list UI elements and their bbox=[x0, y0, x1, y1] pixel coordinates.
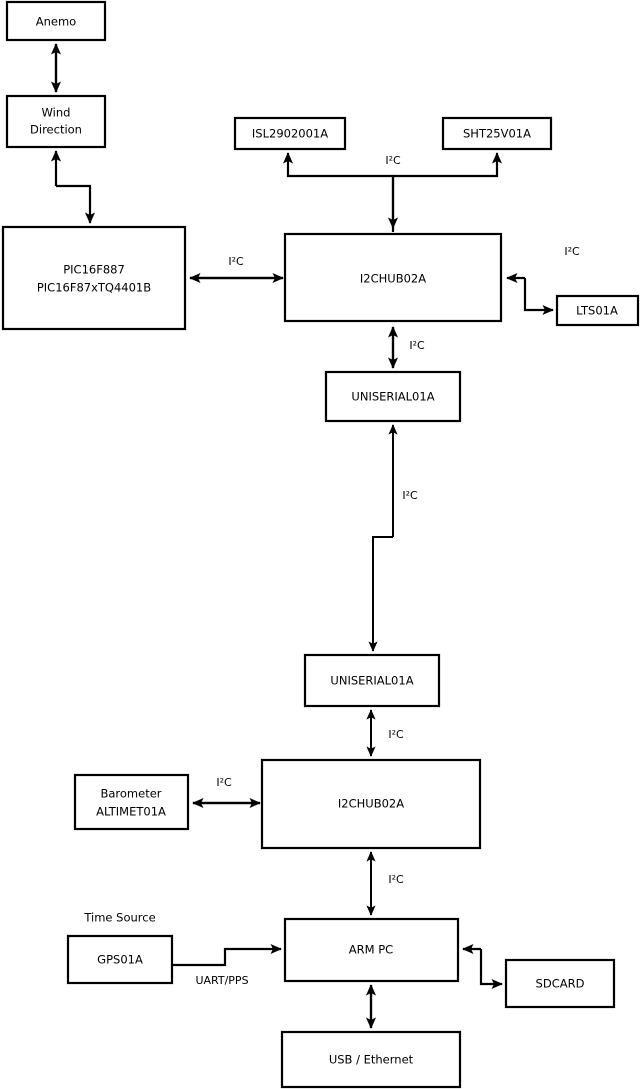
node-usb-ethernet-label: USB / Ethernet bbox=[329, 1053, 414, 1067]
node-wind-direction-label-line2: Direction bbox=[30, 123, 82, 137]
label-time-source: Time Source bbox=[83, 911, 155, 925]
edge-hub-sht bbox=[393, 152, 503, 178]
edge-label-uniserial-link: I²C bbox=[402, 489, 418, 502]
edge-gps-armpc bbox=[172, 943, 282, 967]
edge-label-isl-sht-bus: I²C bbox=[385, 154, 401, 167]
node-i2chub02a-top-box[interactable] bbox=[283, 232, 503, 323]
edge-wind-pic-down bbox=[56, 184, 96, 224]
node-sdcard-box[interactable] bbox=[504, 958, 616, 1009]
node-uniserial01a-bottom[interactable]: UNISERIAL01A bbox=[303, 653, 441, 708]
node-isl2902001a-label: ISL2902001A bbox=[252, 127, 328, 141]
node-uniserial01a-top-box[interactable] bbox=[324, 370, 462, 423]
edge-hub-lts-out bbox=[523, 278, 554, 316]
edge-uniserial-link-down bbox=[368, 536, 393, 652]
edge-label-pic-hub: I²C bbox=[228, 255, 244, 268]
node-lts01a-box[interactable] bbox=[555, 294, 640, 327]
node-arm-pc-box[interactable] bbox=[283, 917, 460, 983]
node-pic-label-line2: PIC16F87xTQ4401B bbox=[37, 281, 151, 295]
node-wind-direction-label-line1: Wind bbox=[42, 106, 71, 120]
node-barometer-label-line2: ALTIMET01A bbox=[96, 805, 166, 819]
node-sdcard-label: SDCARD bbox=[536, 977, 585, 991]
node-uniserial01a-top-label: UNISERIAL01A bbox=[351, 390, 434, 404]
edge-label-gps-armpc: UART/PPS bbox=[195, 974, 248, 987]
node-isl2902001a[interactable]: ISL2902001A bbox=[233, 116, 347, 151]
edge-label-uniserial-bot-hub: I²C bbox=[388, 728, 404, 741]
node-gps01a-box[interactable] bbox=[66, 934, 174, 985]
node-barometer-box[interactable] bbox=[73, 773, 190, 831]
node-anemo-box[interactable] bbox=[5, 0, 107, 42]
node-gps01a-label: GPS01A bbox=[97, 953, 143, 967]
edge-label-hub-armpc: I²C bbox=[388, 873, 404, 886]
node-uniserial01a-top[interactable]: UNISERIAL01A bbox=[324, 370, 462, 423]
node-pic[interactable]: PIC16F887 PIC16F87xTQ4401B bbox=[1, 225, 187, 331]
node-barometer[interactable]: Barometer ALTIMET01A bbox=[73, 773, 190, 831]
node-i2chub02a-top-label: I2CHUB02A bbox=[360, 272, 426, 286]
node-i2chub02a-bottom[interactable]: I2CHUB02A bbox=[260, 758, 482, 850]
node-anemo-label: Anemo bbox=[36, 15, 76, 29]
node-i2chub02a-top[interactable]: I2CHUB02A bbox=[283, 232, 503, 323]
node-arm-pc[interactable]: ARM PC bbox=[283, 917, 460, 983]
node-sht25v01a-label: SHT25V01A bbox=[463, 127, 531, 141]
edge-label-barometer-hub: I²C bbox=[216, 776, 232, 789]
node-barometer-label-line1: Barometer bbox=[100, 787, 161, 801]
edge-armpc-sdcard-out bbox=[479, 949, 503, 990]
node-anemo[interactable]: Anemo bbox=[5, 0, 107, 42]
node-gps01a[interactable]: GPS01A bbox=[66, 934, 174, 985]
node-sht25v01a[interactable]: SHT25V01A bbox=[441, 116, 553, 151]
node-sdcard[interactable]: SDCARD bbox=[504, 958, 616, 1009]
node-uniserial01a-bottom-label: UNISERIAL01A bbox=[330, 674, 413, 688]
node-arm-pc-label: ARM PC bbox=[349, 943, 393, 957]
node-usb-ethernet-box[interactable] bbox=[280, 1030, 462, 1089]
edge-hub-isl bbox=[282, 152, 395, 232]
node-pic-box[interactable] bbox=[1, 225, 187, 331]
node-wind-direction-box[interactable] bbox=[5, 94, 107, 149]
node-lts01a-label: LTS01A bbox=[576, 304, 618, 318]
edge-label-hub-lts: I²C bbox=[564, 245, 580, 258]
node-wind-direction[interactable]: Wind Direction bbox=[5, 94, 107, 149]
node-lts01a[interactable]: LTS01A bbox=[555, 294, 640, 327]
node-isl2902001a-box[interactable] bbox=[233, 116, 347, 151]
node-sht25v01a-box[interactable] bbox=[441, 116, 553, 151]
node-usb-ethernet[interactable]: USB / Ethernet bbox=[280, 1030, 462, 1089]
edge-label-hub-uniserial-top: I²C bbox=[409, 339, 425, 352]
node-pic-label-line1: PIC16F887 bbox=[63, 263, 125, 277]
node-i2chub02a-bottom-label: I2CHUB02A bbox=[338, 797, 404, 811]
node-uniserial01a-bottom-box[interactable] bbox=[303, 653, 441, 708]
node-i2chub02a-bottom-box[interactable] bbox=[260, 758, 482, 850]
